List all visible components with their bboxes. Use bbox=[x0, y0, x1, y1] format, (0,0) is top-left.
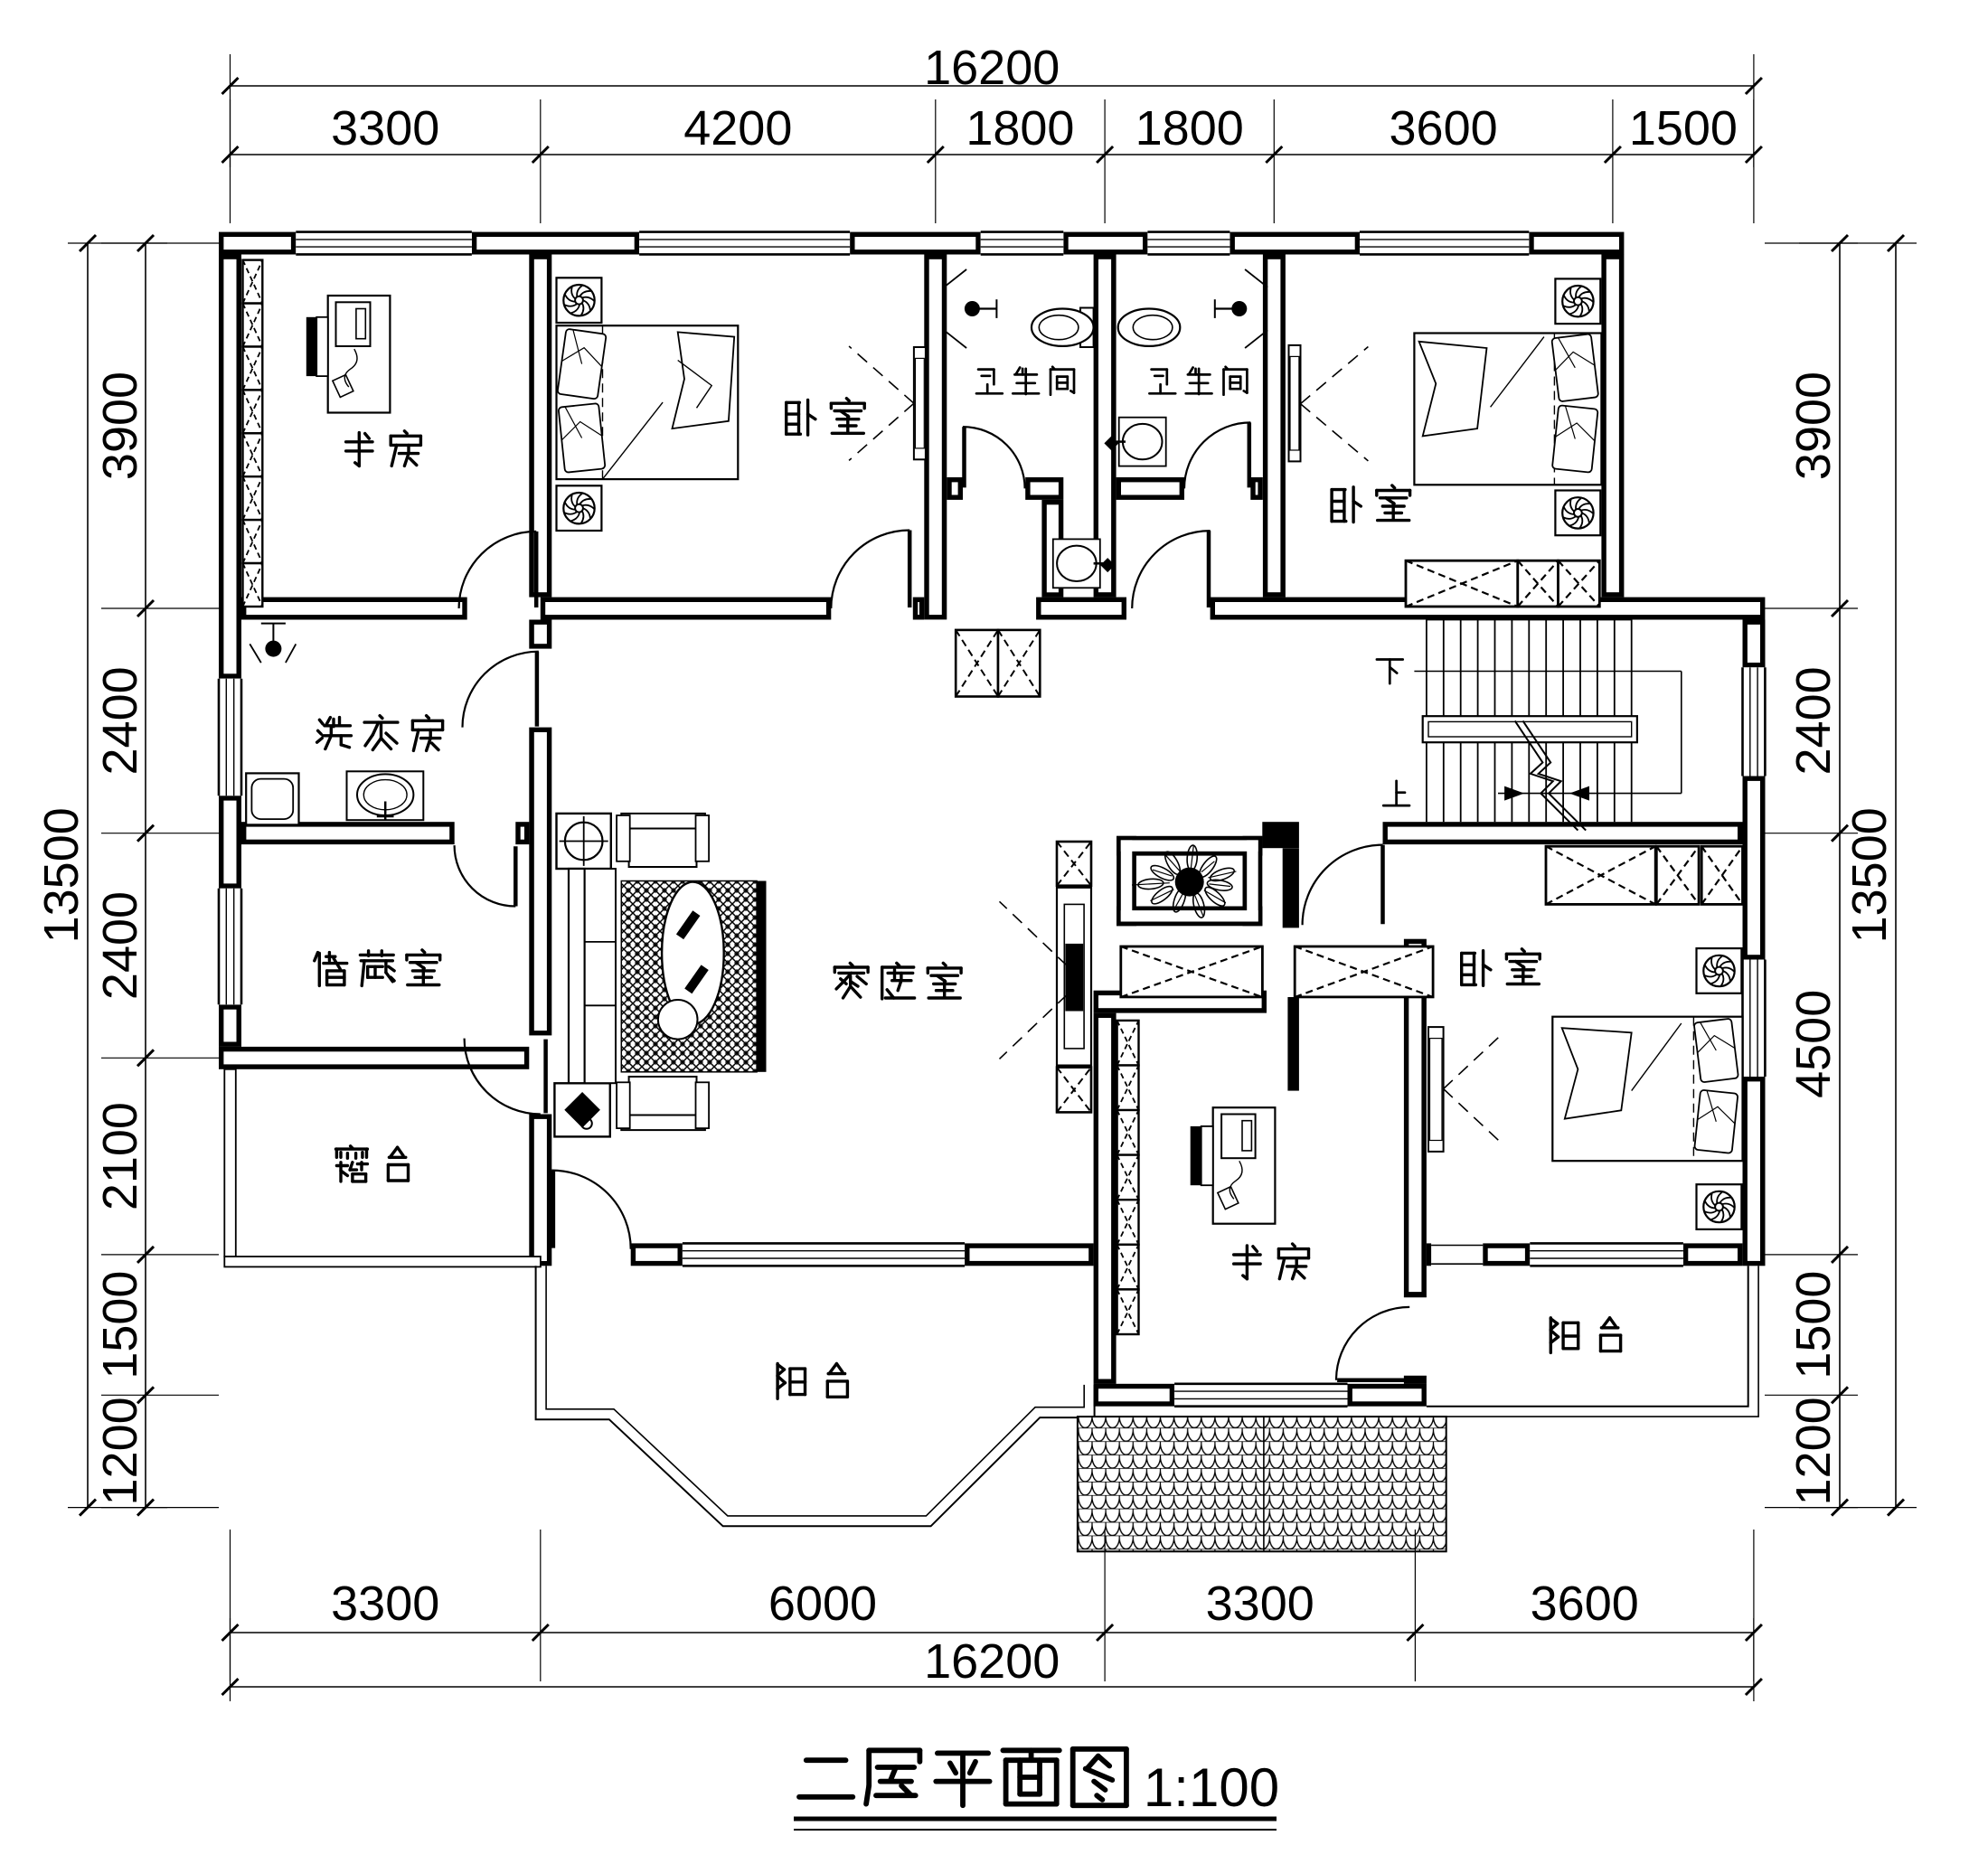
svg-text:16200: 16200 bbox=[924, 41, 1060, 95]
svg-text:1500: 1500 bbox=[93, 1271, 147, 1379]
svg-text:2100: 2100 bbox=[93, 1102, 147, 1210]
svg-text:13500: 13500 bbox=[1842, 807, 1897, 943]
svg-text:1800: 1800 bbox=[966, 101, 1074, 155]
svg-text:3900: 3900 bbox=[93, 372, 147, 480]
svg-text:4200: 4200 bbox=[683, 101, 792, 155]
svg-text:2400: 2400 bbox=[93, 666, 147, 775]
svg-text:6000: 6000 bbox=[768, 1577, 877, 1631]
svg-text:1:100: 1:100 bbox=[1144, 1757, 1279, 1818]
svg-text:1800: 1800 bbox=[1135, 101, 1244, 155]
svg-text:1500: 1500 bbox=[1629, 101, 1738, 155]
svg-text:1200: 1200 bbox=[93, 1397, 147, 1505]
svg-text:3300: 3300 bbox=[331, 1577, 439, 1631]
svg-text:3600: 3600 bbox=[1390, 101, 1498, 155]
svg-text:16200: 16200 bbox=[924, 1634, 1060, 1689]
svg-text:1200: 1200 bbox=[1786, 1397, 1841, 1505]
svg-text:1500: 1500 bbox=[1786, 1271, 1841, 1379]
svg-text:3900: 3900 bbox=[1786, 372, 1841, 480]
svg-text:3300: 3300 bbox=[1206, 1577, 1314, 1631]
svg-text:4500: 4500 bbox=[1786, 990, 1841, 1098]
svg-text:2400: 2400 bbox=[93, 891, 147, 1000]
svg-text:3600: 3600 bbox=[1531, 1577, 1639, 1631]
svg-text:3300: 3300 bbox=[331, 101, 439, 155]
svg-text:2400: 2400 bbox=[1786, 666, 1841, 775]
svg-text:13500: 13500 bbox=[34, 807, 89, 943]
